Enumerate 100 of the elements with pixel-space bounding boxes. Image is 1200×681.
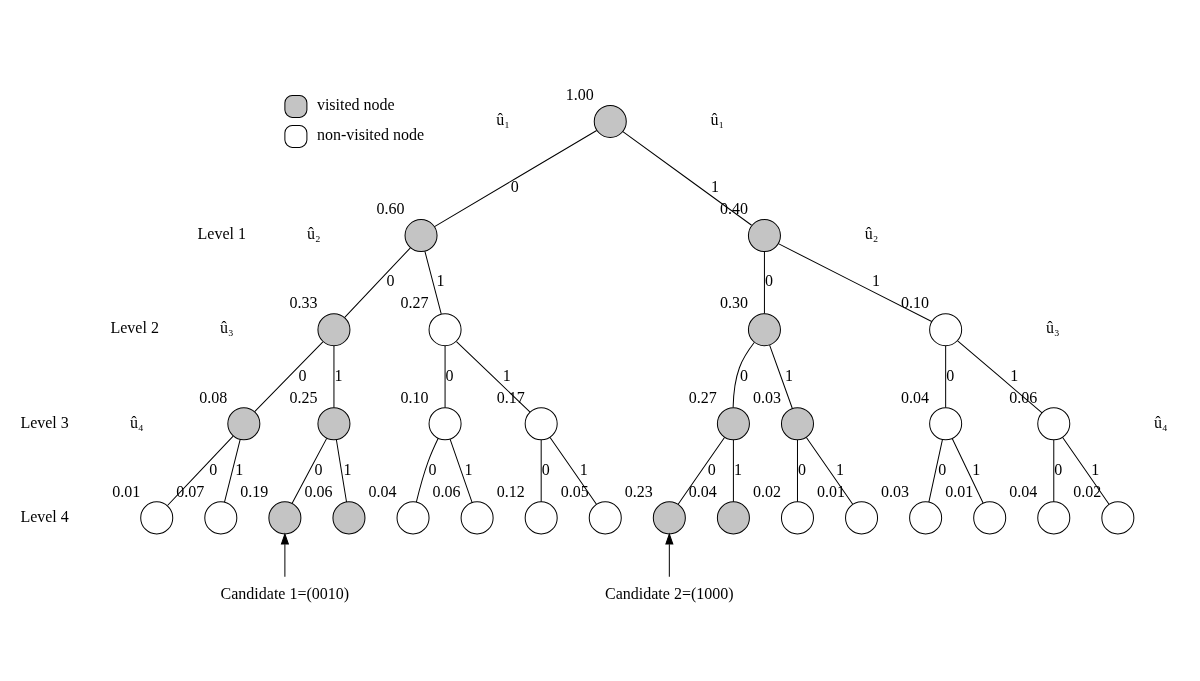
node-label: 0.02: [1073, 482, 1102, 500]
node-circle: [332, 500, 366, 534]
edge-label: 1: [1091, 460, 1100, 478]
connector: [415, 437, 439, 503]
connector: [167, 435, 234, 506]
connector: [424, 250, 442, 314]
connector: [449, 438, 473, 503]
node-circle: [524, 406, 558, 440]
node-circle: [929, 406, 963, 440]
node-circle: [716, 500, 750, 534]
node-circle: [716, 406, 750, 440]
node-label: 0.60: [376, 199, 405, 217]
node-label: 0.05: [560, 482, 589, 500]
edge-label: 1: [972, 460, 981, 478]
connector: [540, 439, 542, 502]
label: û₃: [220, 318, 234, 336]
label: û₄: [1154, 413, 1168, 431]
node-text: Candidate 2=(1000): [605, 584, 734, 602]
node-circle: [428, 312, 462, 346]
connector: [1062, 436, 1110, 505]
node-label: 0.33: [289, 293, 318, 311]
node-circle: [652, 500, 686, 534]
node-label: 0.04: [368, 482, 397, 500]
legend-label: visited node: [316, 95, 395, 113]
edge-label: 1: [710, 177, 719, 195]
connector: [224, 438, 241, 503]
edge-label: 1: [784, 366, 793, 384]
edge-label: 1: [872, 271, 881, 289]
node-label: 0.06: [432, 482, 461, 500]
node-label: 0.12: [496, 482, 525, 500]
connector: [444, 344, 446, 408]
connector: [777, 242, 933, 322]
connector: [805, 436, 854, 505]
node-label: 0.01: [945, 482, 974, 500]
connector: [732, 341, 755, 408]
node-circle: [227, 406, 261, 440]
node-label: 0.10: [901, 293, 930, 311]
connector: [333, 344, 335, 408]
node-circle: [780, 500, 814, 534]
label: û₁: [496, 110, 510, 128]
edge-label: 0: [314, 460, 323, 478]
node-label: 0.04: [1009, 482, 1038, 500]
connector: [434, 129, 598, 227]
edge-label: 1: [235, 460, 244, 478]
node-circle: [588, 500, 622, 534]
connector: [951, 437, 984, 504]
connector: [1053, 439, 1055, 502]
node-circle: [204, 500, 238, 534]
node-label: 0.03: [881, 482, 910, 500]
edge-label: 0: [298, 366, 307, 384]
label: û₄: [129, 413, 144, 431]
connector: [732, 439, 734, 502]
label: û₁: [710, 110, 725, 128]
node-label: 0.04: [901, 388, 930, 406]
node-circle: [140, 500, 174, 534]
connector: [455, 340, 531, 413]
edge-label: 1: [464, 460, 473, 478]
label: û₂: [307, 224, 321, 242]
node-label: 0.27: [400, 293, 429, 311]
node-label: 0.30: [719, 293, 748, 311]
connector: [622, 130, 753, 226]
node-circle: [317, 406, 351, 440]
edge-label: 1: [733, 460, 742, 478]
label: Level 1: [197, 224, 247, 242]
node-circle: [1101, 500, 1135, 534]
edge-label: 0: [946, 366, 955, 384]
node-text: Candidate 1=(0010): [220, 584, 350, 602]
connector: [797, 439, 798, 502]
connector: [335, 439, 348, 502]
edge-label: 1: [1010, 366, 1019, 384]
edge-label: 0: [764, 271, 773, 289]
edge-label: 0: [739, 366, 748, 384]
node-circle: [747, 218, 781, 252]
node-circle: [1037, 406, 1071, 440]
edge-label: 1: [502, 366, 511, 384]
node-circle: [1037, 500, 1071, 534]
connector: [945, 344, 947, 408]
node-label: 0.08: [199, 388, 228, 406]
node-label: 0.19: [240, 482, 269, 500]
connector: [677, 436, 725, 505]
node-circle: [460, 500, 494, 534]
connector: [549, 436, 597, 505]
edge-label: 0: [541, 460, 550, 478]
edge-label: 0: [209, 460, 218, 478]
edge-label: 0: [445, 366, 454, 384]
connector: [957, 339, 1043, 413]
label: û₃: [1045, 318, 1060, 336]
arrow: [665, 533, 674, 577]
label: û₂: [864, 224, 879, 242]
connector: [291, 437, 328, 504]
connector: [763, 250, 765, 314]
edge-label: 1: [579, 460, 588, 478]
node-label: 1.00: [565, 85, 594, 103]
node-label: 0.01: [112, 482, 141, 500]
node-label: 0.03: [752, 388, 781, 406]
edge-label: 0: [797, 460, 806, 478]
node-label: 0.25: [289, 388, 318, 406]
node-circle: [268, 500, 302, 534]
edge-label: 0: [428, 460, 437, 478]
edge-label: 1: [436, 271, 445, 289]
